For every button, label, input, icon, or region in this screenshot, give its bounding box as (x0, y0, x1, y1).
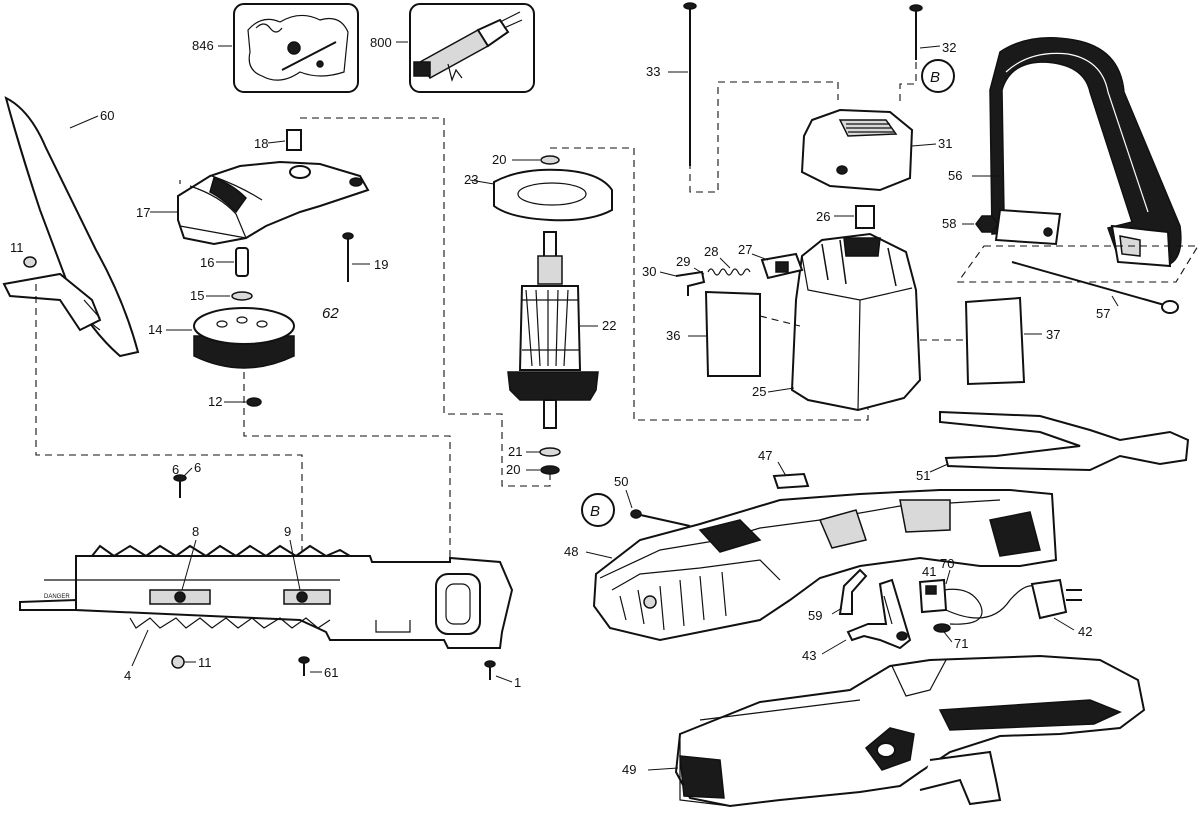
label-6-head: 6 (172, 462, 179, 477)
label-14: 14 (148, 322, 162, 337)
gear-housing-plate (177, 160, 370, 246)
blade-assembly (19, 544, 514, 649)
trigger-43 (846, 578, 912, 650)
washer-21 (539, 447, 561, 457)
label-62: 62 (322, 305, 339, 322)
washer-20-bottom (540, 465, 560, 475)
label-61: 61 (324, 665, 338, 680)
label-17: 17 (136, 205, 150, 220)
marker-b-top (921, 59, 955, 93)
bail-handle-56 (989, 37, 1182, 268)
motor-cap-31 (800, 108, 914, 192)
label-51: 51 (916, 468, 930, 483)
inset-846 (233, 3, 359, 93)
pin-16 (235, 247, 249, 277)
label-12: 12 (208, 394, 222, 409)
terminal-30 (675, 270, 706, 296)
danger-label: DANGER (44, 594, 70, 600)
label-20-bottom: 20 (506, 462, 520, 477)
gear-14 (193, 307, 295, 369)
label-50: 50 (614, 474, 628, 489)
label-37: 37 (1046, 327, 1060, 342)
label-21: 21 (508, 444, 522, 459)
wire-71 (945, 585, 1035, 619)
inset-800 (409, 3, 535, 93)
label-56: 56 (948, 168, 962, 183)
label-800: 800 (370, 35, 392, 50)
label-41: 41 (922, 564, 936, 579)
label-16: 16 (200, 255, 214, 270)
marker-b-housing (581, 493, 615, 527)
insulator-36 (704, 290, 761, 377)
label-60: 60 (100, 108, 114, 123)
armature-22 (507, 231, 599, 429)
label-23: 23 (464, 172, 478, 187)
motor-housing-25 (790, 232, 922, 412)
label-70: 70 (940, 556, 954, 571)
label-27: 27 (738, 242, 752, 257)
label-1: 1 (514, 675, 521, 690)
label-33: 33 (646, 64, 660, 79)
spring-28 (707, 268, 751, 276)
label-58: 58 (942, 216, 956, 231)
label-29: 29 (676, 254, 690, 269)
bolt-57 (1011, 261, 1169, 307)
label-59: 59 (808, 608, 822, 623)
label-49: 49 (622, 762, 636, 777)
label-8: 8 (192, 524, 199, 539)
label-31: 31 (938, 136, 952, 151)
label-20-top: 20 (492, 152, 506, 167)
marker-b-top-label: B (930, 69, 940, 86)
label-43: 43 (802, 648, 816, 663)
washer-15 (231, 291, 253, 301)
label-11-top: 11 (10, 240, 24, 255)
blade-guard (2, 96, 140, 358)
label-48: 48 (564, 544, 578, 559)
bushing-26 (855, 205, 875, 229)
label-47: 47 (758, 448, 772, 463)
bushing-18 (286, 129, 302, 151)
screw-50 (635, 513, 691, 527)
label-57: 57 (1096, 306, 1110, 321)
baffle-23 (493, 168, 613, 222)
label-30: 30 (642, 264, 656, 279)
label-25: 25 (752, 384, 766, 399)
nut-11 (171, 655, 185, 669)
label-846: 846 (192, 38, 214, 53)
housing-half-49 (674, 654, 1146, 808)
clip-47 (772, 472, 810, 490)
nut-58 (975, 215, 999, 233)
label-11: 11 (198, 655, 212, 670)
label-9: 9 (284, 524, 291, 539)
label-32: 32 (942, 40, 956, 55)
label-4: 4 (124, 668, 131, 683)
plug-42 (1030, 578, 1082, 620)
label-26: 26 (816, 209, 830, 224)
label-22: 22 (602, 318, 616, 333)
marker-b-housing-label: B (590, 503, 600, 520)
brush-holder-27 (760, 252, 804, 280)
switch-bar-51 (939, 410, 1190, 472)
label-18: 18 (254, 136, 268, 151)
label-28: 28 (704, 244, 718, 259)
label-6: 6 (194, 460, 201, 475)
label-15: 15 (190, 288, 204, 303)
label-42: 42 (1078, 624, 1092, 639)
insulator-37 (964, 296, 1026, 386)
label-71: 71 (954, 636, 968, 651)
housing-half-48 (592, 489, 1058, 642)
label-19: 19 (374, 257, 388, 272)
switch-41 (918, 578, 948, 614)
washer-20-top (540, 155, 560, 165)
nut-12 (246, 397, 262, 407)
label-36: 36 (666, 328, 680, 343)
wire-70 (943, 588, 983, 625)
button-59 (838, 568, 868, 615)
